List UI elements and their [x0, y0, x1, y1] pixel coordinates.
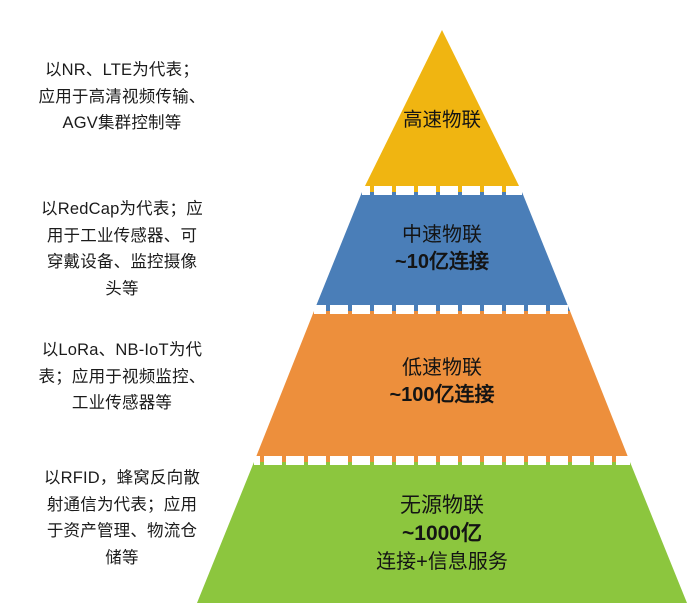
separator-blue-orange [314, 305, 570, 314]
pyramid-tier-mid-speed [314, 192, 570, 311]
annotation-passive: 以RFID，蜂窝反向散 射通信为代表；应用 于资产管理、物流仓 储等 [43, 469, 201, 568]
annotation-low-speed: 以LoRa、NB-IoT为代 表；应用于视频监控、 工业传感器等 [38, 341, 206, 413]
pyramid-tier-high-speed [362, 30, 522, 192]
pyramid-tier-low-speed [254, 311, 630, 462]
separator-yellow-blue [362, 186, 522, 195]
annotation-mid-speed: 以RedCap为代表；应 用于工业传感器、可 穿戴设备、监控摄像 头等 [41, 200, 203, 299]
separator-orange-green [254, 456, 630, 465]
pyramid-tier-passive [197, 462, 687, 603]
annotation-high-speed: 以NR、LTE为代表； 应用于高清视频传输、 AGV集群控制等 [38, 61, 206, 133]
tier-separators [254, 186, 630, 465]
